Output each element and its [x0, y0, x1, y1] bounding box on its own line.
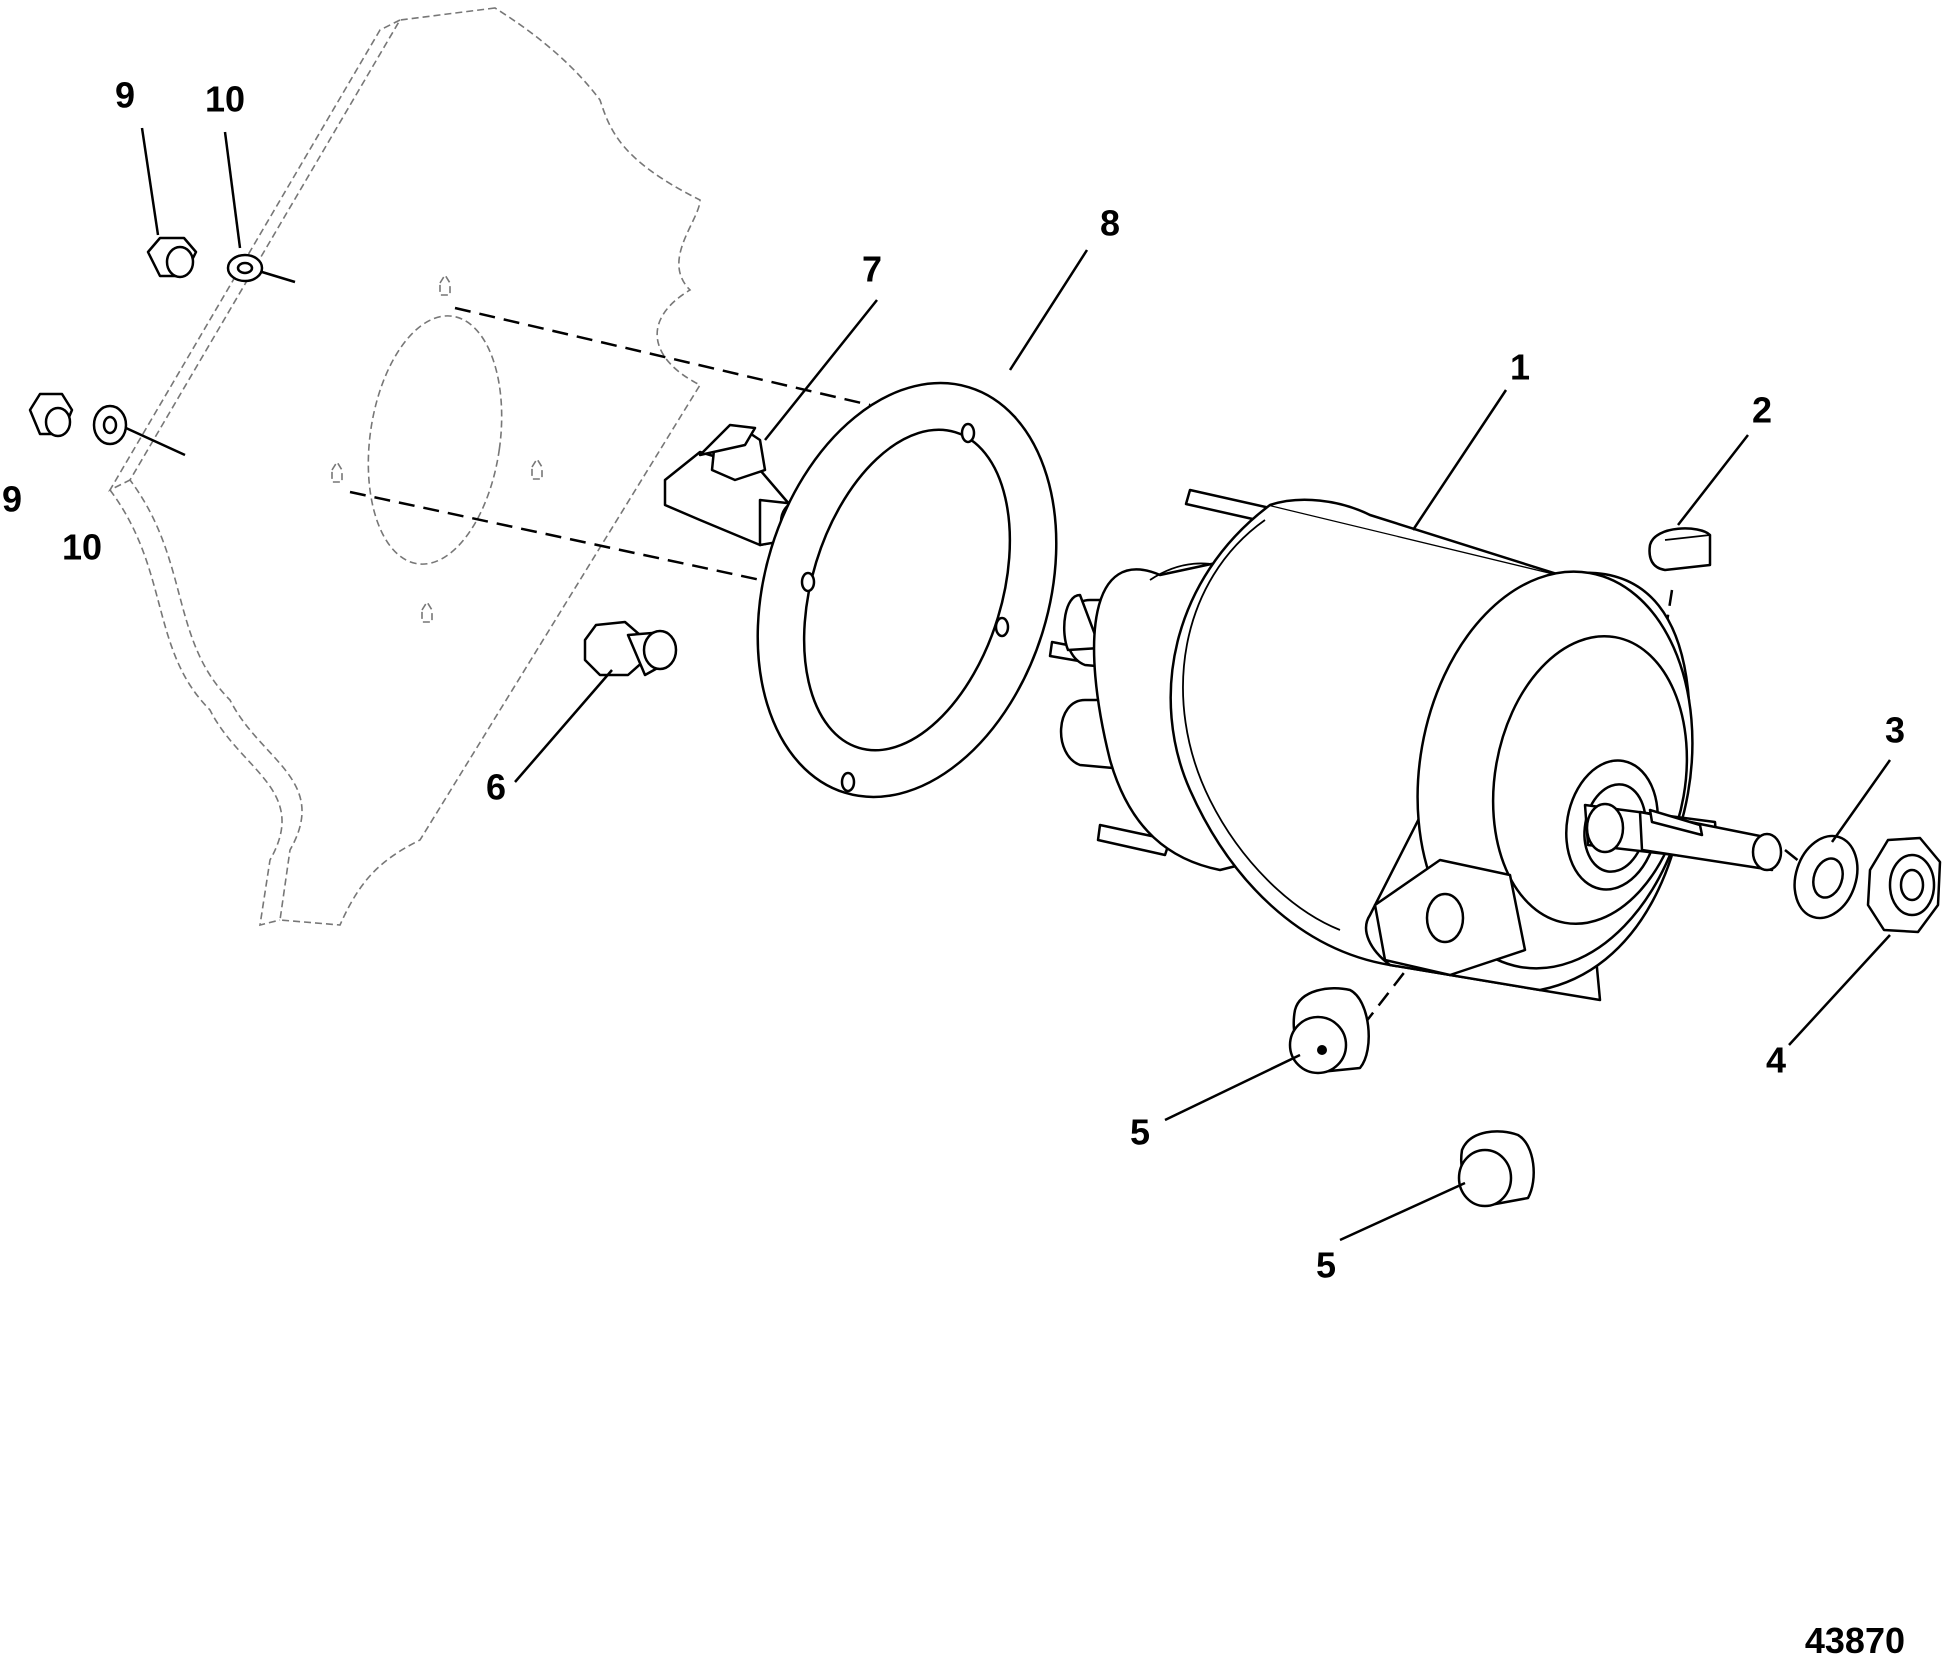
alignment-lines	[349, 306, 1801, 1046]
callout-10-upper: 10	[205, 79, 245, 120]
callout-9-lower: 9	[2, 479, 22, 520]
gasket-8	[756, 381, 1058, 799]
callout-3: 3	[1885, 710, 1905, 751]
callout-2: 2	[1752, 390, 1772, 431]
washer-10-lower	[92, 404, 186, 457]
callout-5-upper: 5	[1130, 1112, 1150, 1153]
callout-9-upper: 9	[115, 75, 135, 116]
callout-6: 6	[486, 767, 506, 808]
leader-lines	[140, 127, 1892, 1242]
callout-7: 7	[862, 249, 882, 290]
callout-4: 4	[1766, 1040, 1786, 1081]
figure-number: 43870	[1805, 1620, 1905, 1661]
washer-3	[1793, 834, 1859, 920]
callout-labels: 1 2 3 4 5 5 6 7 8 9 9 10 10	[2, 75, 1905, 1286]
washer-10-upper	[226, 253, 296, 284]
nut-4	[1866, 836, 1942, 934]
plug-6	[583, 620, 678, 677]
mounting-panel	[107, 7, 702, 927]
key-2	[1648, 527, 1712, 572]
callout-8: 8	[1100, 203, 1120, 244]
nut-9-upper	[146, 236, 198, 279]
cap-5-upper	[1288, 986, 1370, 1075]
callout-1: 1	[1510, 347, 1530, 388]
cap-5-lower	[1457, 1130, 1535, 1208]
steering-helm-1	[1048, 488, 1783, 1002]
callout-10-lower: 10	[62, 527, 102, 568]
nut-9-lower	[28, 392, 74, 438]
callout-5-lower: 5	[1316, 1245, 1336, 1286]
